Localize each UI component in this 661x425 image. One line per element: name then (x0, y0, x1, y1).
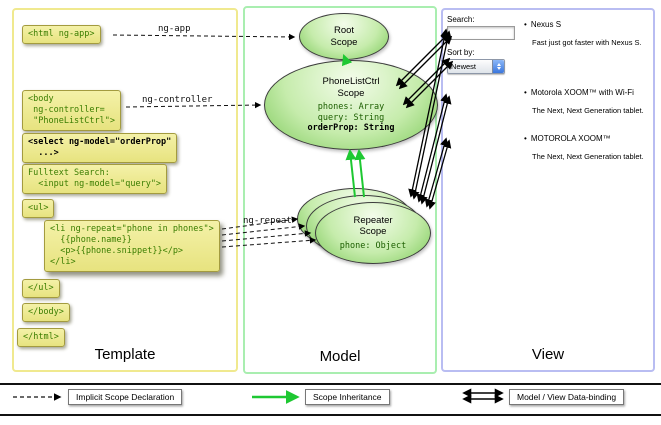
phonelistctrl-scope-orderprop: orderProp: String (307, 123, 395, 134)
bullet-icon: • (524, 20, 527, 29)
phone-name: MOTOROLA XOOM™ (530, 134, 611, 143)
legend-bottom-rule (0, 414, 661, 416)
ng-controller-label: ng-controller (142, 95, 213, 105)
phonelistctrl-scope-props: phones: Array query: String (317, 101, 385, 123)
sortby-select: Newest (447, 59, 505, 74)
code-body-close: </body> (22, 303, 70, 323)
phone-name: Motorola XOOM™ with Wi-Fi (530, 88, 634, 97)
repeater-scope-props: phone: Object (339, 240, 407, 251)
phone-list-item: •MOTOROLA XOOM™ The Next, Next Generatio… (524, 134, 652, 161)
legend-implicit-scope: Implicit Scope Declaration (68, 389, 183, 405)
repeater-scope-ellipse-front: Repeater Scope phone: Object (315, 202, 431, 264)
code-html-close: </html> (17, 328, 65, 348)
ng-repeat-label: ng-repeat (243, 216, 292, 226)
view-sortby-label: Sort by: (447, 48, 475, 57)
phone-snippet: The Next, Next Generation tablet. (532, 152, 644, 161)
view-column-label: View (531, 346, 565, 363)
ng-app-label: ng-app (158, 24, 191, 34)
legend-double-arrow-icon (462, 388, 504, 404)
phonelistctrl-scope-ellipse: PhoneListCtrl Scope phones: Array query:… (264, 60, 438, 150)
phone-snippet: The Next, Next Generation tablet. (532, 106, 644, 115)
phone-name: Nexus S (530, 20, 562, 29)
phone-snippet: Fast just got faster with Nexus S. (532, 38, 642, 47)
code-body-open: <body ng-controller= "PhoneListCtrl"> (22, 90, 121, 132)
view-search-label: Search: (447, 15, 475, 24)
code-ul-open: <ul> (22, 199, 55, 219)
code-li-ngrepeat: <li ng-repeat="phone in phones"> {{phone… (44, 220, 220, 273)
model-column-label: Model (319, 348, 361, 365)
legend-scope-inheritance: Scope Inheritance (305, 389, 390, 405)
bullet-icon: • (524, 88, 527, 97)
code-fulltext-search: Fulltext Search: <input ng-model="query"… (22, 164, 168, 195)
phone-list-item: •Motorola XOOM™ with Wi-Fi The Next, Nex… (524, 88, 652, 115)
legend-top-rule (0, 383, 661, 385)
root-scope-ellipse: Root Scope (299, 13, 389, 60)
sortby-selected-value: Newest (451, 62, 477, 71)
code-select-ngmodel: <select ng-model="orderProp" ...> (22, 133, 178, 164)
bullet-icon: • (524, 134, 527, 143)
select-stepper-icon (492, 60, 504, 73)
phone-list-item: •Nexus S Fast just got faster with Nexus… (524, 20, 652, 47)
root-scope-title: Root Scope (330, 25, 358, 48)
repeater-scope-title: Repeater Scope (353, 214, 393, 238)
search-input (447, 26, 515, 40)
phonelistctrl-scope-title: PhoneListCtrl Scope (322, 76, 380, 99)
code-html-open: <html ng-app> (22, 25, 101, 45)
legend-databinding: Model / View Data-binding (509, 389, 625, 405)
template-column-label: Template (94, 346, 156, 363)
code-ul-close: </ul> (22, 279, 60, 299)
